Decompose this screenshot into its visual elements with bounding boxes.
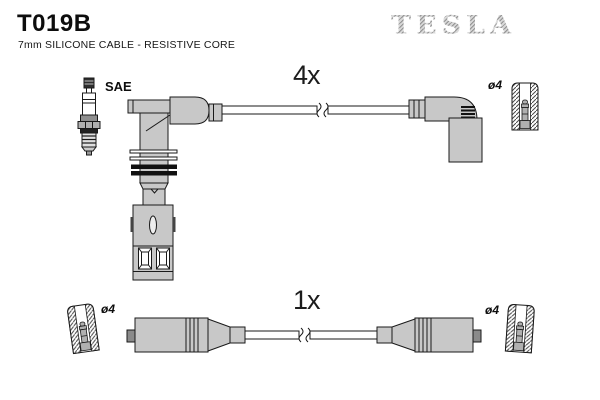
straight-boot-left	[126, 317, 246, 353]
part-number: T019B	[17, 10, 92, 37]
cable-break-mark	[323, 102, 329, 118]
diameter-label-top-right: ø4	[488, 78, 503, 92]
diameter-label-bottom-right: ø4	[485, 303, 500, 317]
product-subtitle: 7mm SILICONE CABLE - RESISTIVE CORE	[18, 39, 236, 51]
terminal-cross-section-icon	[511, 82, 539, 131]
spark-plug-standard-label: SAE	[105, 79, 132, 94]
brand-logo: TESLA	[391, 10, 517, 41]
cable-break-mark	[298, 327, 304, 343]
angled-boot-right	[408, 96, 483, 163]
terminal-cross-section-icon	[66, 302, 100, 355]
terminal-cross-section-icon	[504, 303, 536, 354]
straight-boot-right	[376, 317, 482, 353]
diameter-label-bottom-left: ø4	[101, 302, 116, 316]
cable-break-mark	[316, 102, 322, 118]
quantity-label-bottom: 1x	[293, 285, 321, 315]
cable-top	[221, 102, 410, 118]
cable-break-mark	[305, 327, 311, 343]
cable-bottom	[244, 327, 378, 343]
angled-boot-left	[127, 96, 223, 281]
spark-plug-icon	[77, 77, 101, 156]
quantity-label-top: 4x	[293, 60, 321, 90]
